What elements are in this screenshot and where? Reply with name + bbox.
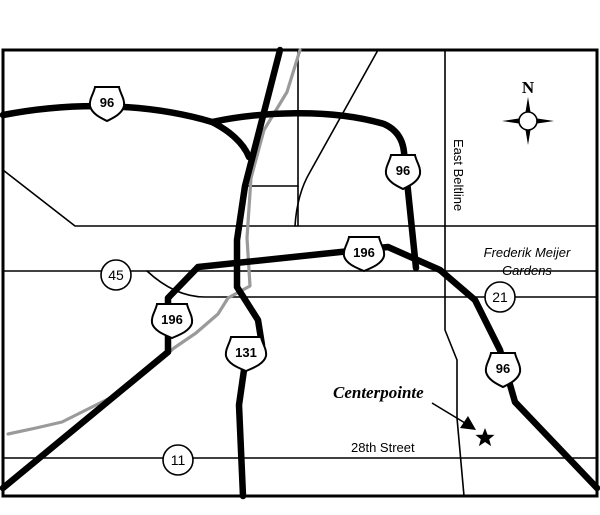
interstate-shield: 96 bbox=[88, 86, 126, 123]
star-icon bbox=[475, 428, 495, 447]
east-beltline-label: East Beltline bbox=[451, 139, 466, 211]
shield-number: 96 bbox=[496, 361, 510, 376]
compass-rose-icon: N bbox=[502, 78, 554, 145]
m21-road bbox=[146, 270, 598, 298]
interstate-shield: 96 bbox=[484, 352, 522, 389]
grand-river bbox=[6, 48, 302, 436]
i96-north-highway bbox=[208, 110, 420, 272]
diagonal-road bbox=[294, 49, 379, 227]
us-route-shield: 131 bbox=[224, 336, 268, 373]
shield-number: 96 bbox=[396, 163, 410, 178]
shield-number: 96 bbox=[100, 95, 114, 110]
us131-highway bbox=[233, 46, 284, 500]
upper-east-west-road bbox=[2, 169, 598, 227]
state-route-marker: 45 bbox=[100, 259, 132, 291]
shield-number: 131 bbox=[235, 345, 257, 360]
route-number: 11 bbox=[171, 452, 186, 468]
i96-west-highway bbox=[0, 102, 253, 161]
east-beltline-road bbox=[444, 49, 465, 497]
route-number: 21 bbox=[492, 289, 508, 305]
arrow-icon bbox=[431, 402, 476, 430]
28th-street-label: 28th Street bbox=[351, 440, 415, 455]
frederik-meijer-gardens-label-line2: Gardens bbox=[502, 263, 552, 278]
shield-number: 196 bbox=[161, 312, 183, 327]
shield-number: 196 bbox=[353, 245, 375, 260]
interstate-shield: 196 bbox=[150, 303, 194, 340]
state-route-marker: 21 bbox=[484, 281, 516, 313]
north-label: N bbox=[522, 78, 535, 97]
interstate-shield: 196 bbox=[342, 236, 386, 273]
interstate-shield: 96 bbox=[384, 154, 422, 191]
state-route-marker: 11 bbox=[162, 444, 194, 476]
centerpointe-label: Centerpointe bbox=[333, 383, 424, 402]
route-number: 45 bbox=[108, 267, 124, 283]
frederik-meijer-gardens-label-line1: Frederik Meijer bbox=[484, 245, 571, 260]
